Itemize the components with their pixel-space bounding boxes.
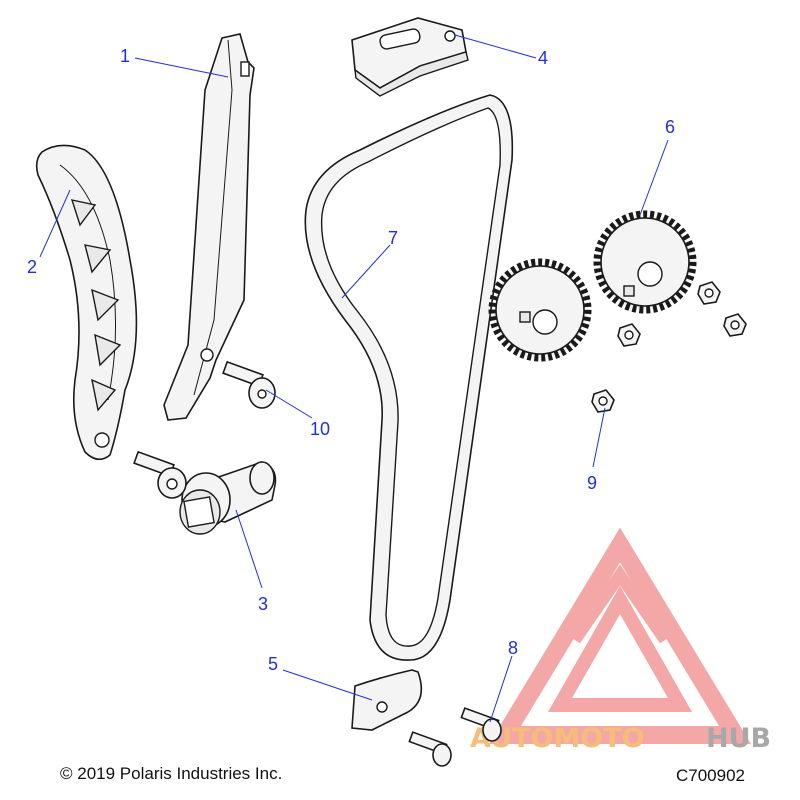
guide-pivot-bolt	[222, 360, 276, 409]
timing-chain	[304, 94, 514, 661]
sprocket-bolt-3	[617, 323, 641, 347]
callout-2: 2	[27, 257, 38, 277]
callout-10: 10	[310, 419, 331, 439]
chain-tensioner	[179, 461, 277, 535]
leader-lines	[39, 34, 669, 723]
sprocket-bolt-1	[697, 281, 721, 305]
copyright-text: © 2019 Polaris Industries Inc.	[60, 764, 283, 783]
callout-5: 5	[268, 654, 279, 674]
svg-text:HUB: HUB	[706, 723, 771, 754]
diagram-code: C700902	[676, 766, 746, 785]
cam-sprocket-intake	[488, 258, 592, 362]
callout-3: 3	[258, 594, 269, 614]
chain-guide-rail	[163, 33, 255, 421]
cam-sprocket-exhaust	[593, 210, 697, 314]
sprocket-bolt-9	[591, 389, 615, 413]
tensioner-bolt	[133, 450, 187, 499]
callout-4: 4	[538, 48, 549, 68]
tensioner-guide	[35, 144, 138, 461]
callout-8: 8	[508, 638, 519, 658]
lower-chain-guide	[351, 669, 423, 731]
lower-guide-bolt-2	[408, 731, 452, 767]
callout-6: 6	[665, 117, 676, 137]
callout-1: 1	[120, 46, 131, 66]
sprocket-bolt-2	[723, 313, 747, 337]
callout-9: 9	[587, 473, 598, 493]
upper-chain-guide	[351, 17, 469, 97]
callout-7: 7	[388, 228, 399, 248]
lower-guide-bolt-1	[460, 707, 502, 742]
